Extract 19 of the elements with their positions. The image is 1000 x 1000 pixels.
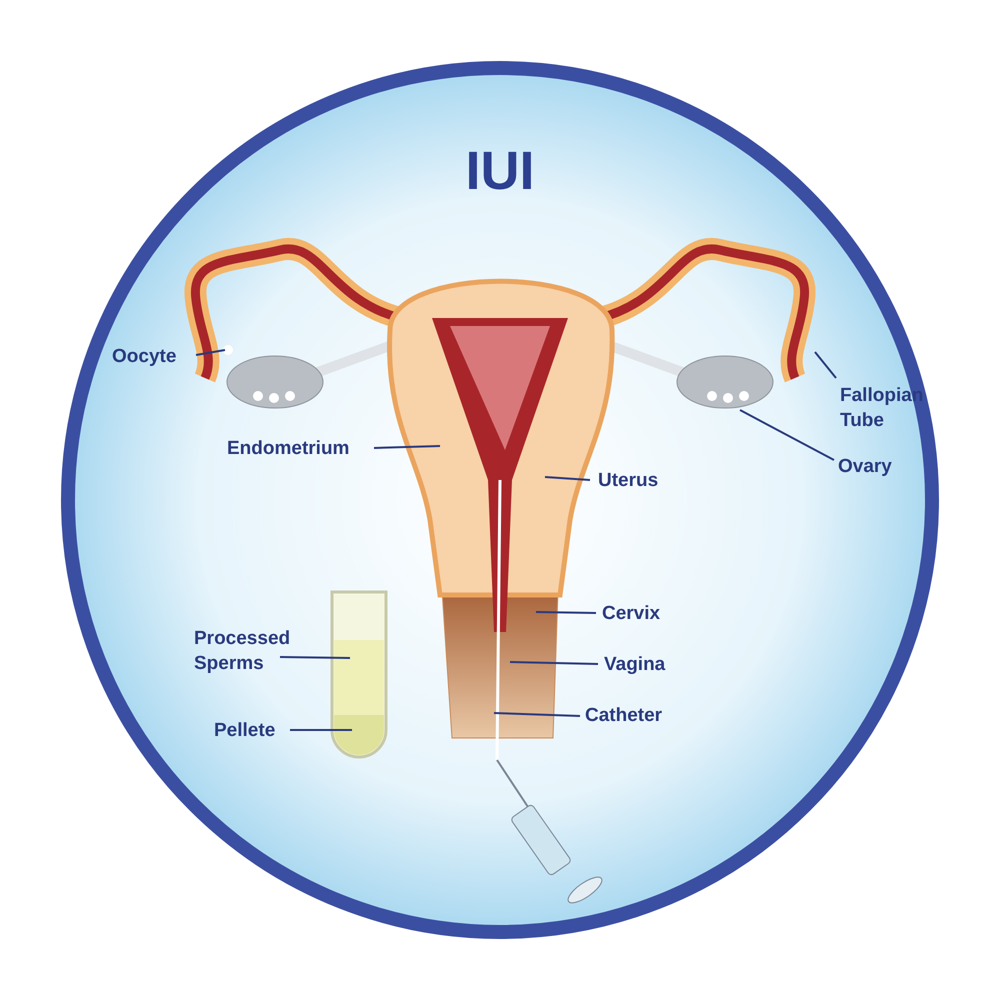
part-label: Vagina: [604, 652, 694, 677]
part-label: Ovary: [838, 454, 918, 479]
leader-line: [814, 351, 837, 379]
title: IUI: [464, 140, 536, 202]
part-label: Cervix: [602, 601, 692, 626]
leader-line: [196, 349, 226, 356]
part-label: Endometrium: [227, 436, 377, 461]
part-label: Catheter: [585, 703, 695, 728]
part-label: Processed Sperms: [194, 626, 294, 676]
part-label: Oocyte: [112, 344, 202, 369]
part-label: Uterus: [598, 468, 688, 493]
part-label: Pellete: [214, 718, 314, 743]
leader-line: [280, 656, 350, 659]
leader-line: [536, 611, 596, 614]
leader-line: [290, 729, 352, 731]
leader-line: [510, 661, 598, 665]
leader-line: [494, 712, 580, 717]
leader-line: [740, 409, 834, 461]
leader-line: [374, 445, 440, 449]
